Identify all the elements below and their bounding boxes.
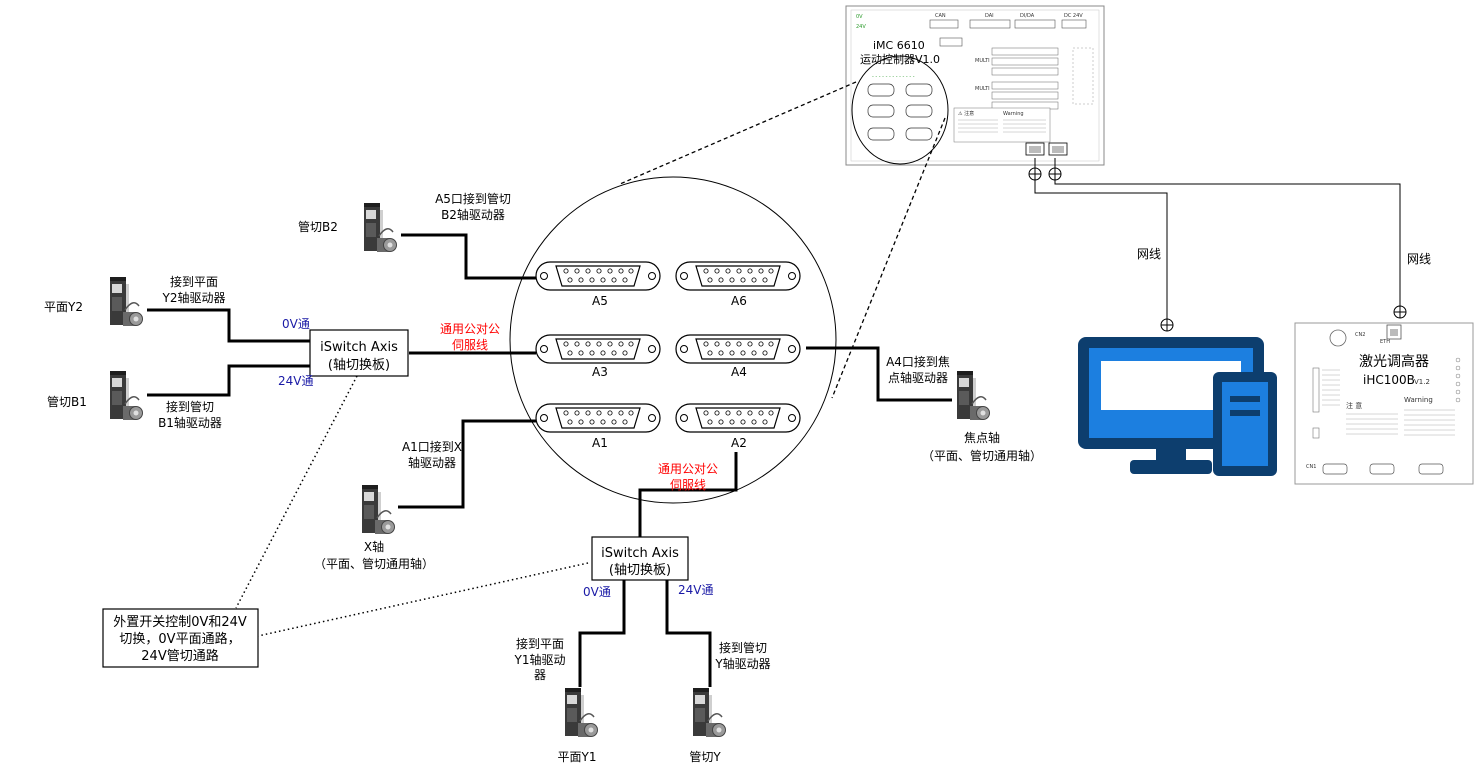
switch-bottom-title: iSwitch Axis bbox=[601, 546, 679, 561]
motor-b2-note-1: A5口接到管切 bbox=[435, 191, 511, 206]
network-wires bbox=[1028, 158, 1407, 332]
motor-focus-note-2: 点轴驱动器 bbox=[888, 370, 948, 385]
motor-x-note-1: A1口接到X bbox=[402, 439, 462, 454]
motor-focus-subname: （平面、管切通用轴） bbox=[922, 448, 1042, 463]
motor-y-name: 管切Y bbox=[689, 749, 721, 764]
port-label-a4: A4 bbox=[731, 365, 747, 379]
servo-cable-label-bottom-1: 通用公对公 bbox=[658, 462, 718, 476]
port-label-a2: A2 bbox=[731, 436, 747, 450]
port-a4 bbox=[675, 334, 801, 364]
desktop-computer-icon bbox=[1078, 337, 1277, 476]
svg-text:注 意: 注 意 bbox=[1346, 401, 1362, 410]
hc-model: iHC100B bbox=[1363, 373, 1415, 387]
svg-text:ETH: ETH bbox=[1380, 339, 1390, 345]
svg-text:MULTI: MULTI bbox=[975, 86, 990, 92]
controller-name: 运动控制器V1.0 bbox=[860, 52, 940, 66]
svg-text:DAI: DAI bbox=[985, 13, 994, 19]
external-switch-line-1: 外置开关控制0V和24V bbox=[113, 615, 247, 630]
motor-y-note-2: Y轴驱动器 bbox=[714, 656, 770, 671]
svg-text:0V: 0V bbox=[856, 14, 863, 20]
external-switch-line-3: 24V管切通路 bbox=[141, 648, 218, 664]
port-a2 bbox=[675, 403, 801, 433]
motor-y1-name: 平面Y1 bbox=[558, 750, 597, 764]
motor-y1-note-2: Y1轴驱动 bbox=[514, 652, 566, 667]
zoom-line-top bbox=[619, 81, 857, 185]
network-label-left: 网线 bbox=[1137, 247, 1161, 261]
motor-focus-note-1: A4口接到焦 bbox=[886, 354, 950, 369]
svg-text:- - - - - - - - - - - - -: - - - - - - - - - - - - - bbox=[872, 74, 915, 80]
switch-bottom-subtitle: (轴切换板) bbox=[609, 563, 671, 578]
laser-height-controller-board: CN2 ETH 激光调高器 iHC100B V1.2 Warning 注 意 bbox=[1294, 322, 1474, 485]
motor-y1-note-1: 接到平面 bbox=[516, 636, 564, 651]
switch-board-left: iSwitch Axis (轴切换板) bbox=[309, 329, 409, 377]
control-line-bottom bbox=[257, 562, 589, 637]
motor-b2-name: 管切B2 bbox=[298, 219, 338, 234]
switch-bottom-0v-label: 0V通 bbox=[583, 585, 611, 599]
control-line-left bbox=[235, 375, 358, 609]
motor-b1-name: 管切B1 bbox=[47, 394, 87, 409]
port-label-a1: A1 bbox=[592, 436, 608, 450]
servo-motor-y-icon bbox=[692, 687, 727, 738]
motor-b1-note-2: B1轴驱动器 bbox=[158, 415, 222, 430]
motor-y2-name: 平面Y2 bbox=[44, 300, 83, 314]
switch-left-24v-label: 24V通 bbox=[278, 374, 313, 388]
svg-text:MULTI: MULTI bbox=[975, 58, 990, 64]
motor-x-name: X轴 bbox=[364, 539, 384, 554]
motor-x-note-2: 轴驱动器 bbox=[408, 455, 456, 470]
servo-cable-label-left-2: 伺服线 bbox=[452, 338, 488, 352]
switch-left-0v-label: 0V通 bbox=[282, 317, 310, 331]
motor-b2-note-2: B2轴驱动器 bbox=[441, 207, 505, 222]
switch-left-title: iSwitch Axis bbox=[320, 340, 398, 355]
motor-y-note-1: 接到管切 bbox=[719, 640, 767, 655]
external-switch-line-2: 切换，0V平面通路， bbox=[119, 631, 240, 647]
servo-motor-b1-icon bbox=[109, 370, 144, 421]
servo-cable-label-bottom-2: 伺服线 bbox=[670, 478, 706, 492]
hc-name: 激光调高器 bbox=[1359, 353, 1429, 370]
svg-text:⚠ 注意: ⚠ 注意 bbox=[958, 110, 974, 117]
motor-y1-note-3: 器 bbox=[534, 668, 546, 682]
servo-motor-y1-icon bbox=[564, 687, 599, 738]
motor-y2-note-1: 接到平面 bbox=[170, 274, 218, 289]
motor-focus-name: 焦点轴 bbox=[964, 430, 1000, 445]
servo-motor-x-icon bbox=[361, 484, 396, 535]
motion-controller-board: 0V 24V iMC 6610 运动控制器V1.0 CAN DAI DI/DA … bbox=[845, 5, 1105, 166]
port-a3 bbox=[535, 334, 661, 364]
switch-bottom-24v-label: 24V通 bbox=[678, 583, 713, 597]
port-label-a5: A5 bbox=[592, 294, 608, 308]
servo-cable-label-left-1: 通用公对公 bbox=[440, 322, 500, 336]
svg-text:DI/DA: DI/DA bbox=[1020, 13, 1035, 19]
svg-text:Warning: Warning bbox=[1404, 396, 1433, 404]
svg-text:DC 24V: DC 24V bbox=[1064, 13, 1083, 19]
servo-motor-y2-icon bbox=[109, 276, 144, 327]
port-label-a3: A3 bbox=[592, 365, 608, 379]
switch-left-subtitle: (轴切换板) bbox=[328, 358, 390, 373]
port-a1 bbox=[535, 403, 661, 433]
hc-version: V1.2 bbox=[1414, 378, 1430, 386]
port-label-a6: A6 bbox=[731, 294, 747, 308]
motor-x-subname: （平面、管切通用轴） bbox=[314, 556, 434, 571]
port-detail-circle bbox=[509, 176, 837, 504]
svg-text:CN2: CN2 bbox=[1355, 332, 1365, 338]
svg-text:CAN: CAN bbox=[935, 13, 946, 19]
controller-model: iMC 6610 bbox=[873, 39, 925, 52]
network-label-right: 网线 bbox=[1407, 252, 1431, 266]
servo-motor-b2-icon bbox=[363, 202, 398, 253]
motor-b1-note-1: 接到管切 bbox=[166, 399, 214, 414]
svg-text:CN1: CN1 bbox=[1306, 464, 1316, 470]
motor-y2-note-2: Y2轴驱动器 bbox=[162, 290, 226, 305]
servo-motor-focus-icon bbox=[956, 370, 991, 421]
port-a6 bbox=[675, 261, 801, 291]
svg-text:Warning: Warning bbox=[1003, 111, 1024, 117]
servo-wires bbox=[147, 233, 952, 687]
switch-board-bottom: iSwitch Axis (轴切换板) bbox=[591, 536, 689, 581]
port-a5 bbox=[535, 261, 661, 291]
svg-text:24V: 24V bbox=[856, 24, 866, 30]
external-switch-note: 外置开关控制0V和24V 切换，0V平面通路， 24V管切通路 bbox=[102, 608, 259, 668]
zoom-line-bottom bbox=[831, 117, 946, 399]
